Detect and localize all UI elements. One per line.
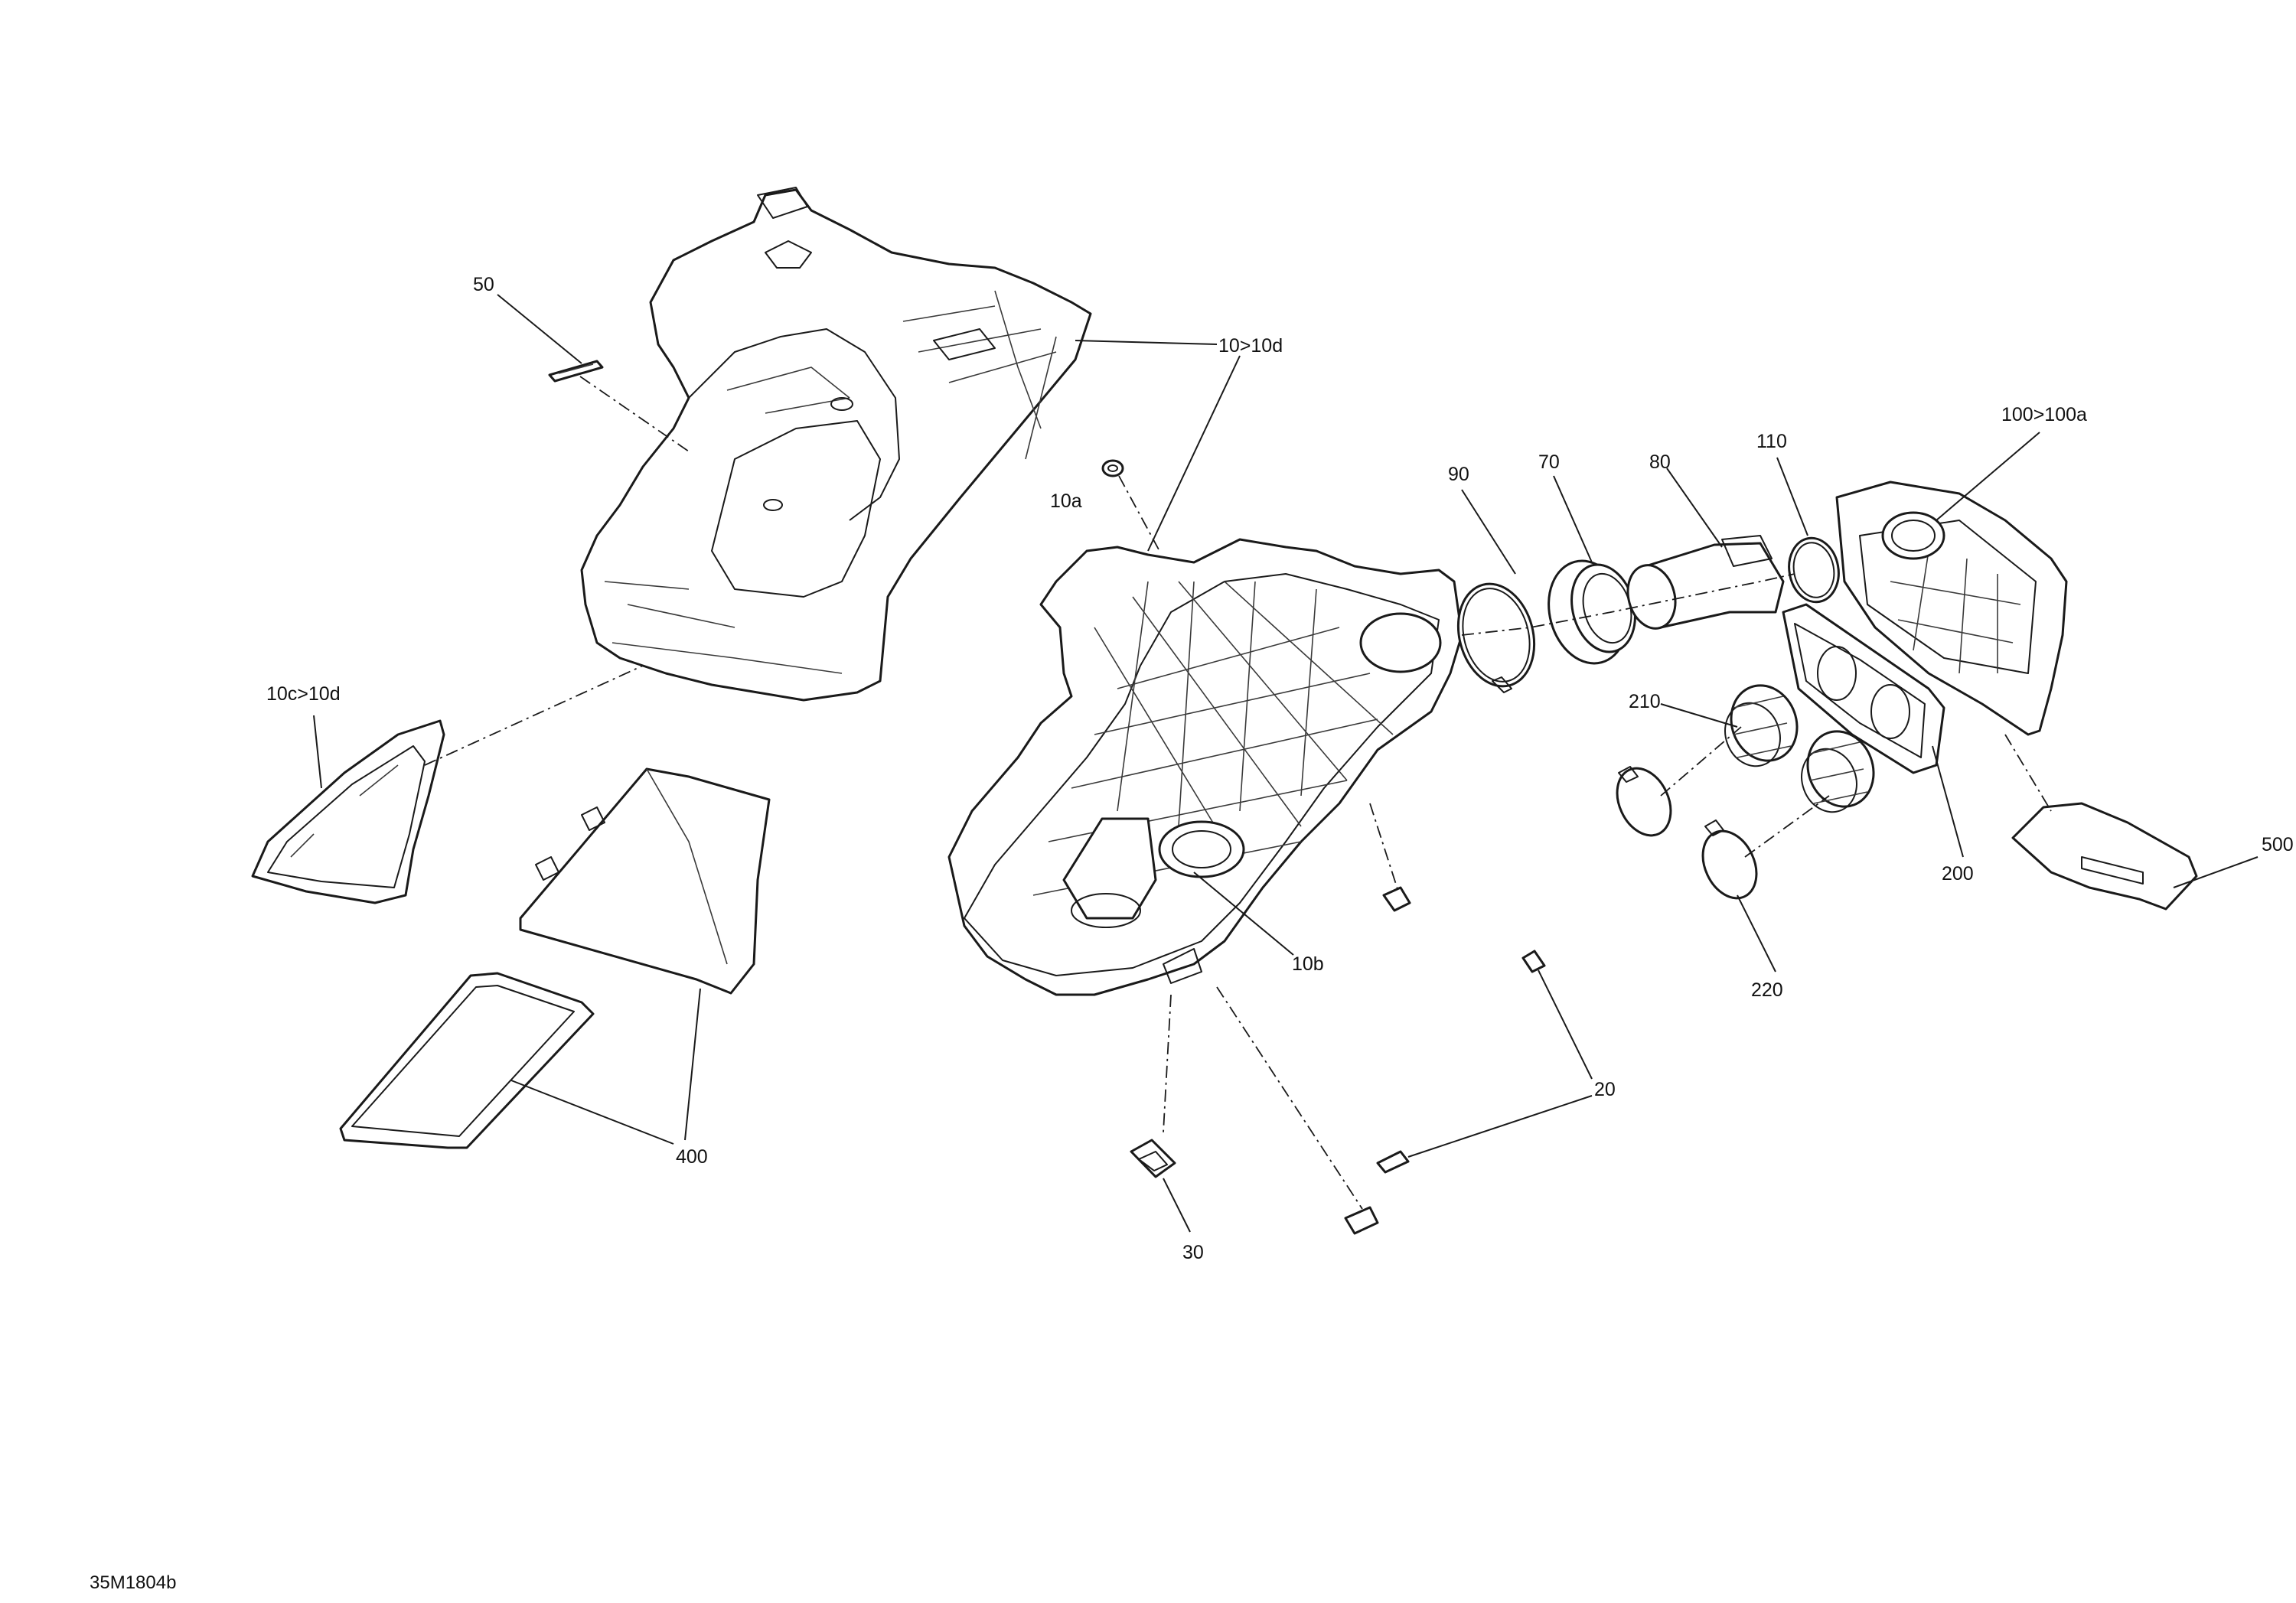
callout-30: 30 [1182, 1242, 1204, 1263]
gasket-500 [2011, 802, 2198, 911]
coupler-210-a [1724, 684, 1799, 767]
callout-80: 80 [1649, 451, 1671, 473]
side-panel [251, 719, 445, 904]
assembly-lines [424, 376, 2052, 1210]
clamp-220-b [1701, 819, 1758, 900]
callout-90: 90 [1448, 464, 1469, 485]
o-ring-110 [1788, 536, 1840, 604]
plate-400-lower [339, 972, 595, 1149]
callout-210: 210 [1629, 691, 1661, 712]
filter-frame-200 [1782, 603, 1945, 774]
clamp-90 [1456, 582, 1536, 693]
lower-airbox-base [947, 538, 1463, 996]
callout-70: 70 [1538, 451, 1560, 473]
air-filter-housing-100 [1835, 481, 2068, 736]
callout-10c-10d: 10c>10d [266, 683, 341, 705]
callout-50: 50 [473, 274, 494, 295]
clip-30 [1130, 1139, 1176, 1178]
clip-near-base [1382, 886, 1411, 912]
callout-500: 500 [2262, 834, 2294, 855]
callout-110: 110 [1756, 431, 1787, 452]
upper-airbox-housing [580, 187, 1092, 702]
grommet-10a [1101, 459, 1124, 477]
callout-10a: 10a [1050, 490, 1082, 512]
drawing-code: 35M1804b [90, 1572, 176, 1593]
callout-20: 20 [1594, 1079, 1616, 1100]
clip-lower-right [1344, 1206, 1379, 1235]
coupler-210-b [1801, 730, 1875, 813]
callout-10-10d: 10>10d [1218, 335, 1283, 357]
callout-220: 220 [1751, 979, 1783, 1001]
intake-tube-80 [1626, 535, 1785, 630]
callout-10b: 10b [1292, 953, 1324, 975]
plate-400-upper [519, 767, 771, 995]
clip-20-upper [1521, 950, 1546, 973]
badge-part-50 [548, 360, 604, 383]
leader-lines [313, 294, 2258, 1233]
clip-20-lower [1376, 1150, 1410, 1174]
callout-400: 400 [676, 1146, 708, 1168]
adapter-ring-70 [1548, 559, 1636, 665]
callout-100-100a: 100>100a [2001, 404, 2087, 425]
clamp-220-a [1616, 766, 1672, 837]
callout-200: 200 [1942, 863, 1974, 885]
